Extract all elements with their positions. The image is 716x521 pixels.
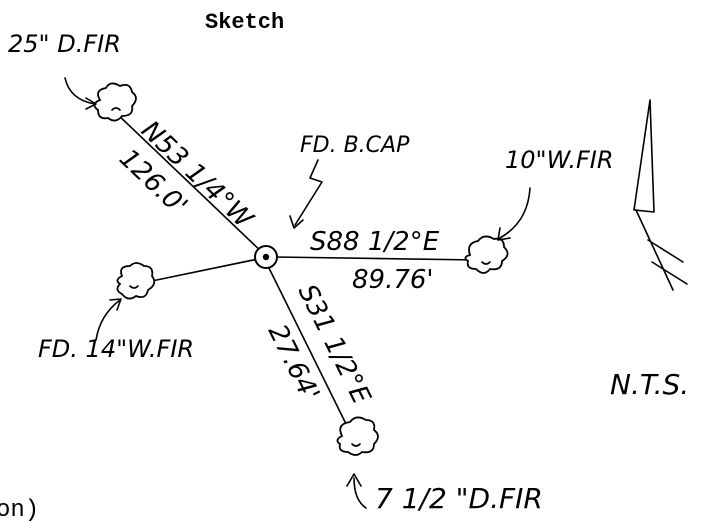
leader-nw (64, 77, 96, 105)
nts-label: N.T.S. (610, 368, 689, 401)
bearing-e: S88 1/2°E (310, 227, 440, 257)
leader-e (499, 187, 531, 239)
tie-line-s (267, 265, 351, 433)
tree-symbol-s (336, 416, 379, 456)
tree-label-w: FD. 14"W.FIR (38, 335, 194, 363)
leader-w-arrowhead (109, 298, 122, 311)
tree-label-s: 7 1/2 "D.FIR (375, 482, 543, 515)
center-leader (294, 159, 323, 226)
center-label: FD. B.CAP (300, 133, 410, 158)
tree-label-nw: 25" D.FIR (8, 30, 121, 58)
tie-line-e (274, 256, 479, 261)
leader-s-arrowhead (346, 473, 362, 487)
north-arrow-symbol (633, 99, 688, 291)
tree-symbol-nw (93, 82, 137, 122)
tie-line-nw (114, 111, 267, 257)
brass-cap-monument (254, 245, 278, 269)
leader-s (353, 477, 367, 509)
center-leader-arrowhead (289, 215, 304, 229)
distance-e: 89.76' (352, 265, 434, 295)
tree-label-e: 10"W.FIR (505, 146, 614, 174)
partial-caption: on) (0, 497, 39, 521)
leader-e-arrowhead (497, 227, 511, 241)
tie-line-w (146, 258, 259, 283)
tree-symbol-e (464, 235, 509, 274)
tree-symbol-w (116, 262, 156, 300)
sketch-title: Sketch (205, 10, 284, 35)
leader-nw-arrowhead (85, 97, 97, 110)
leader-w (95, 299, 121, 341)
